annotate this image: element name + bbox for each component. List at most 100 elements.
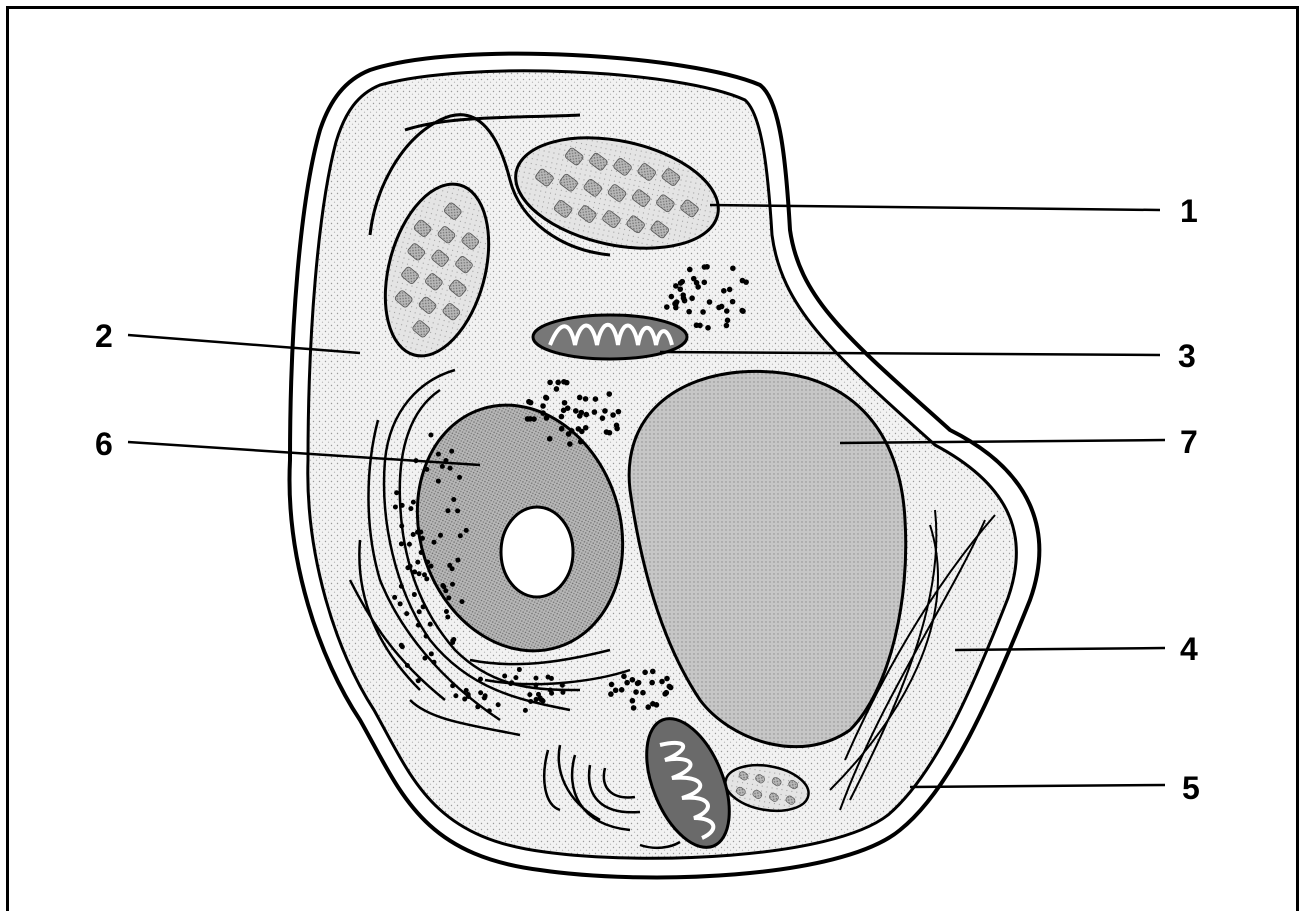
- ribosome-dot: [459, 599, 464, 604]
- ribosome-dot: [730, 299, 736, 305]
- ribosome-dot: [724, 323, 730, 329]
- ribosome-dot: [677, 286, 683, 292]
- ribosome-dot: [523, 708, 528, 713]
- ribosome-dot: [681, 295, 687, 301]
- ribosome-dot: [583, 425, 589, 431]
- ribosome-dot: [616, 409, 622, 415]
- ribosome-dot: [428, 433, 433, 438]
- ribosome-dot: [525, 416, 531, 422]
- ribosome-dot: [417, 571, 422, 576]
- ribosome-dot: [399, 584, 404, 589]
- ribosome-dot: [549, 676, 554, 681]
- ribosome-dot: [700, 309, 706, 315]
- ribosome-dot: [392, 595, 397, 600]
- ribosome-dot: [540, 410, 546, 416]
- ribosome-dot: [689, 295, 695, 301]
- ribosome-dot: [540, 403, 546, 409]
- ribosome-dot: [547, 380, 553, 386]
- ribosome-dot: [408, 506, 413, 511]
- ribosome-dot: [636, 680, 642, 686]
- ribosome-dot: [528, 699, 533, 704]
- ribosome-dot: [630, 677, 636, 683]
- ribosome-dot: [560, 690, 565, 695]
- ribosome-dot: [730, 265, 736, 271]
- ribosome-dot: [412, 592, 417, 597]
- ribosome-dot: [446, 595, 451, 600]
- ribosome-dot: [482, 695, 487, 700]
- ribosome-dot: [702, 264, 708, 270]
- ribosome-dot: [400, 503, 405, 508]
- ribosome-dot: [564, 380, 570, 386]
- ribosome-dot: [669, 294, 675, 300]
- ribosome-dot: [517, 667, 522, 672]
- ribosome-dot: [404, 611, 409, 616]
- ribosome-dot: [740, 308, 746, 314]
- ribosome-dot: [614, 423, 620, 429]
- ribosome-dot: [432, 540, 437, 545]
- label-6: 6: [95, 426, 113, 462]
- ribosome-dot: [534, 682, 539, 687]
- ribosome-dot: [679, 279, 685, 285]
- ribosome-dot: [727, 287, 733, 293]
- ribosome-dot: [451, 497, 456, 502]
- ribosome-dot: [398, 601, 403, 606]
- ribosome-dot: [475, 704, 480, 709]
- ribosome-dot: [531, 416, 537, 422]
- ribosome-dot: [462, 697, 467, 702]
- ribosome-dot: [724, 308, 730, 314]
- label-1: 1: [1180, 193, 1198, 229]
- ribosome-dot: [606, 391, 612, 397]
- ribosome-dot: [407, 542, 412, 547]
- ribosome-dot: [559, 426, 565, 432]
- ribosome-dot: [645, 704, 651, 710]
- ribosome-dot: [543, 395, 549, 401]
- ribosome-dot: [664, 304, 670, 310]
- ribosome-dot: [399, 541, 404, 546]
- ribosome-dot: [547, 436, 553, 442]
- ribosome-dot: [425, 560, 430, 565]
- ribosome-dot: [445, 508, 450, 513]
- ribosome-dot: [631, 705, 637, 711]
- ribosome-dot: [609, 682, 615, 688]
- ribosome-dot: [707, 299, 713, 305]
- ribosome-dot: [608, 691, 614, 697]
- ribosome-dot: [573, 408, 579, 414]
- ribosome-dot: [562, 400, 568, 406]
- ribosome-dot: [417, 609, 422, 614]
- ribosome-dot: [455, 558, 460, 563]
- ribosome-dot: [419, 550, 424, 555]
- ribosome-dot: [440, 583, 445, 588]
- ribosome-dot: [411, 532, 416, 537]
- ribosome-dot: [438, 533, 443, 538]
- label-4: 4: [1180, 631, 1198, 667]
- ribosome-dot: [509, 680, 514, 685]
- ribosome-dot: [453, 693, 458, 698]
- ribosome-dot: [416, 623, 421, 628]
- ribosome-dot: [654, 702, 660, 708]
- ribosome-dot: [687, 267, 693, 273]
- ribosome-dot: [533, 676, 538, 681]
- ribosome-dot: [420, 536, 425, 541]
- ribosome-dot: [602, 408, 608, 414]
- ribosome-dot: [444, 609, 449, 614]
- ribosome-dot: [584, 412, 590, 418]
- ribosome-dot: [664, 676, 670, 682]
- ribosome-dot: [559, 414, 565, 420]
- ribosome-dot: [560, 683, 565, 688]
- ribosome-dot: [457, 475, 462, 480]
- ribosome-dot: [440, 464, 445, 469]
- ribosome-dot: [502, 674, 507, 679]
- ribosome-dot: [624, 680, 630, 686]
- ribosome-dot: [619, 687, 625, 693]
- ribosome-dot: [487, 708, 492, 713]
- ribosome-dot: [478, 690, 483, 695]
- ribosome-dot: [429, 564, 434, 569]
- ribosome-dot: [422, 572, 427, 577]
- ribosome-dot: [549, 691, 554, 696]
- ribosome-dot: [640, 690, 646, 696]
- ribosome-dot: [416, 678, 421, 683]
- ribosome-dot: [721, 288, 727, 294]
- ribosome-dot: [540, 698, 545, 703]
- ribosome-dot: [450, 638, 455, 643]
